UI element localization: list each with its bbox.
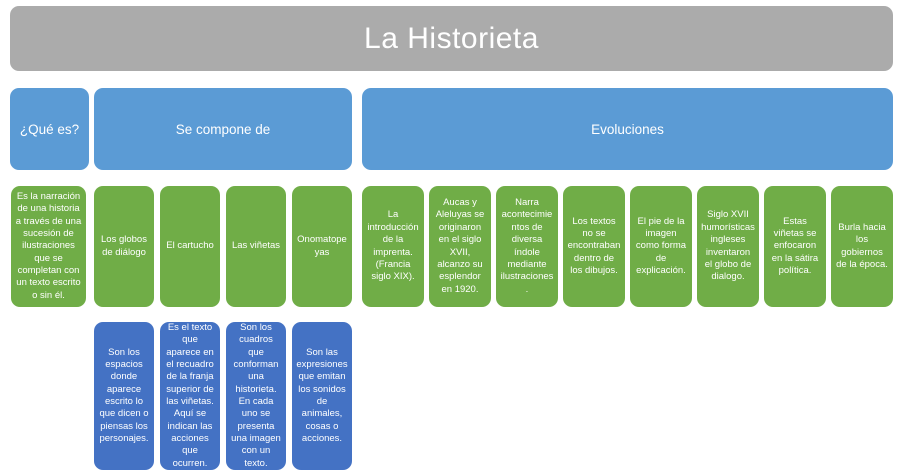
node-detail-vinetas: Son los cuadros que conforman una histor… xyxy=(226,322,286,470)
page-title: La Historieta xyxy=(364,21,539,55)
node-detail-cartucho: Es el texto que aparece en el recuadro d… xyxy=(160,322,220,470)
header-components: Se compone de xyxy=(94,88,352,170)
node-evolution-textos: Los textos no se encontraban dentro de l… xyxy=(563,186,625,307)
header-evolutions: Evoluciones xyxy=(362,88,893,170)
node-evolution-pie-imagen: El pie de la imagen como forma de explic… xyxy=(630,186,692,307)
node-component-globos: Los globos de diálogo xyxy=(94,186,154,307)
node-component-cartucho: El cartucho xyxy=(160,186,220,307)
node-detail-globos: Son los espacios donde aparece escrito l… xyxy=(94,322,154,470)
node-component-vinetas: Las viñetas xyxy=(226,186,286,307)
node-evolution-imprenta: La introducción de la imprenta. (Francia… xyxy=(362,186,424,307)
node-detail-onomatopeyas: Son las expresiones que emitan los sonid… xyxy=(292,322,352,470)
node-evolution-satira: Estas viñetas se enfocaron en la sátira … xyxy=(764,186,826,307)
node-evolution-globo-dialogo: Siglo XVII humorísticas ingleses inventa… xyxy=(697,186,759,307)
node-component-onomatopeyas: Onomatopeyas xyxy=(292,186,352,307)
node-definition: Es la narración de una historia a través… xyxy=(11,186,86,307)
node-evolution-narra: Narra acontecimientos de diversa índole … xyxy=(496,186,558,307)
header-what-is: ¿Qué es? xyxy=(10,88,89,170)
node-evolution-burla: Burla hacia los gobiernos de la época. xyxy=(831,186,893,307)
node-evolution-aucas: Aucas y Aleluyas se originaron en el sig… xyxy=(429,186,491,307)
title-banner: La Historieta xyxy=(10,6,893,71)
